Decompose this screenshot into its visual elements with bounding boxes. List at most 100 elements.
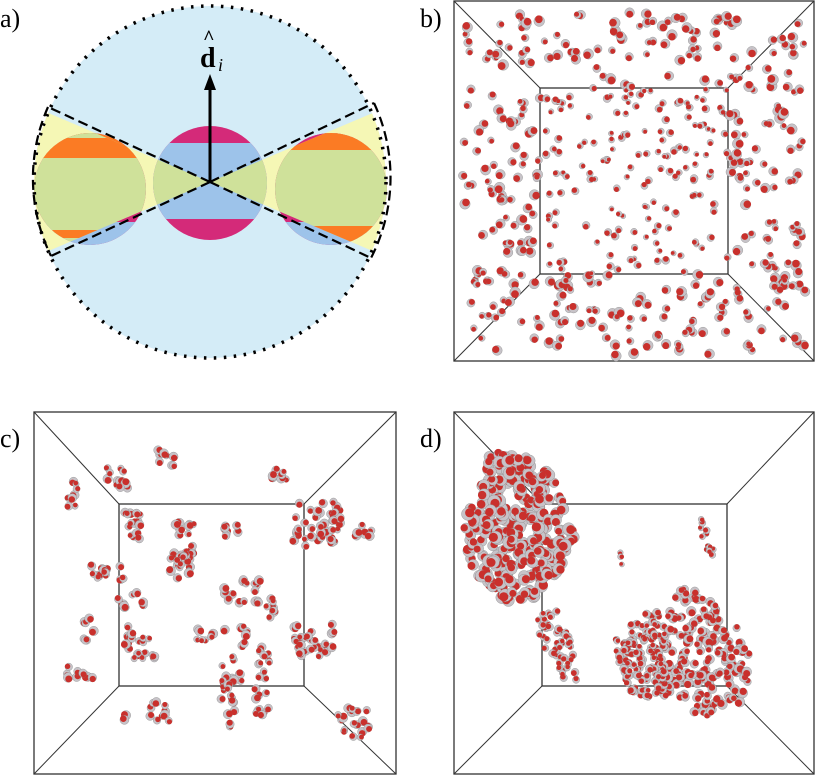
particle: [662, 304, 671, 313]
particle: [328, 515, 338, 525]
particle: [239, 639, 249, 648]
particle: [683, 677, 694, 689]
particle: [737, 687, 748, 699]
particle: [486, 466, 497, 477]
particle: [626, 337, 635, 346]
particle: [721, 11, 732, 22]
particle: [652, 608, 661, 617]
particle: [692, 52, 703, 62]
particle: [497, 59, 509, 71]
particle: [519, 587, 531, 598]
particle: [536, 471, 547, 482]
particle: [495, 39, 504, 48]
particle: [459, 137, 469, 147]
particle: [637, 659, 646, 668]
particle: [752, 178, 761, 187]
particle: [741, 131, 749, 139]
particle: [545, 190, 554, 199]
particle: [119, 467, 127, 476]
particle: [670, 12, 681, 23]
particle: [664, 625, 675, 635]
particle: [672, 173, 680, 182]
particle: [463, 38, 473, 48]
particle: [698, 244, 705, 251]
particle: [240, 597, 248, 605]
perspective-box: [33, 411, 397, 775]
particle: [521, 33, 530, 42]
particle: [528, 189, 540, 201]
particle: [218, 662, 226, 670]
particle: [763, 305, 771, 313]
particle: [545, 622, 554, 632]
particle: [522, 203, 533, 214]
particle: [641, 202, 648, 209]
particle: [613, 265, 622, 274]
particle: [269, 598, 277, 606]
particle: [664, 71, 674, 81]
particle: [510, 142, 521, 153]
particle: [689, 174, 699, 183]
particle: [518, 573, 530, 586]
particle: [170, 519, 181, 530]
particle: [363, 723, 373, 733]
particle: [492, 345, 503, 356]
particle: [641, 127, 648, 134]
particle: [188, 541, 197, 551]
particle: [786, 144, 796, 154]
particle: [522, 468, 534, 480]
particle: [720, 327, 731, 337]
particle: [463, 181, 473, 190]
particle: [554, 134, 563, 144]
particle: [600, 157, 606, 164]
particle: [694, 640, 703, 649]
particle: [483, 572, 494, 583]
particle: [561, 276, 569, 284]
particle: [730, 15, 743, 27]
particle: [573, 11, 582, 19]
particle: [341, 725, 348, 733]
particle: [643, 50, 650, 58]
particle: [504, 575, 517, 588]
particle: [221, 531, 231, 540]
particle: [644, 38, 652, 46]
particle: [551, 221, 559, 229]
particle: [714, 312, 724, 322]
particle: [87, 561, 97, 571]
particle: [659, 313, 668, 322]
particle: [102, 473, 113, 484]
particle: [608, 130, 614, 137]
particle: [533, 546, 545, 558]
particle: [223, 709, 233, 719]
particle: [139, 655, 147, 662]
particle: [706, 139, 714, 146]
particle: [64, 501, 74, 511]
particle: [715, 667, 725, 677]
particle: [459, 198, 471, 210]
particle: [564, 640, 572, 648]
particle: [240, 629, 251, 640]
particle: [78, 668, 88, 678]
particle: [629, 662, 637, 669]
particle: [734, 696, 746, 708]
particle: [159, 448, 169, 459]
particle: [682, 623, 692, 634]
particle: [583, 48, 594, 60]
particle: [617, 553, 624, 560]
particle: [502, 214, 510, 222]
left-cone-arc: [31, 106, 52, 257]
direction-vector-arrow: [204, 74, 216, 182]
particle: [586, 170, 594, 178]
particle: [88, 626, 99, 636]
particle: [183, 568, 194, 579]
particle: [657, 127, 665, 135]
particle: [484, 504, 497, 517]
particle: [711, 16, 720, 26]
particle: [126, 629, 137, 639]
particle: [134, 520, 145, 530]
particle: [702, 152, 709, 159]
particle: [581, 138, 588, 145]
particle: [315, 651, 324, 660]
particle: [700, 96, 707, 104]
particle: [556, 658, 564, 667]
particle: [781, 277, 789, 285]
